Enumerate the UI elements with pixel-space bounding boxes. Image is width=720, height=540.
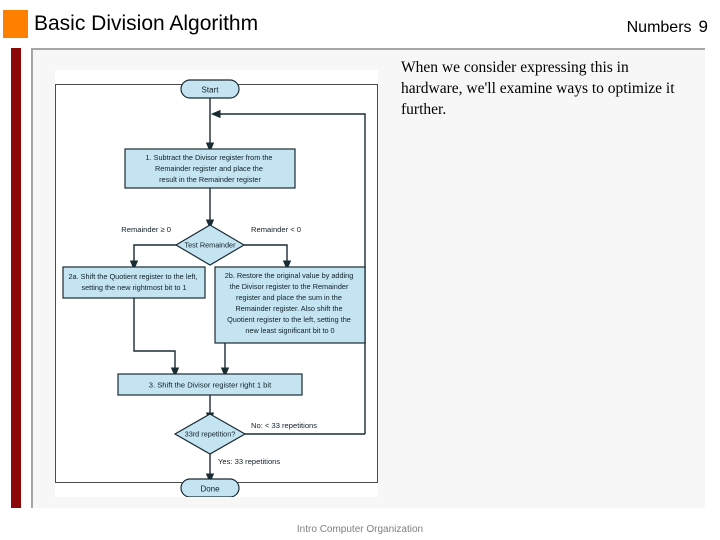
slide-footer: Intro Computer Organization [296, 524, 424, 535]
svg-text:Start: Start [202, 86, 220, 95]
page-number: 9 [698, 17, 708, 36]
body-paragraph: When we consider expressing this in hard… [401, 59, 675, 118]
svg-text:Done: Done [200, 485, 220, 494]
svg-text:No: < 33 repetitions: No: < 33 repetitions [251, 421, 317, 430]
division-algorithm-flowchart: Start 1. Subtract the Divisor register f… [55, 70, 378, 497]
section-label: Numbers [626, 19, 692, 36]
accent-square-icon [3, 10, 28, 38]
page-title: Basic Division Algorithm [34, 12, 259, 35]
slide-header: Basic Division Algorithm Numbers 9 [0, 0, 720, 44]
svg-text:1. Subtract the Divisor regis: 1. Subtract the Divisor register from th… [146, 153, 275, 184]
svg-text:33rd repetition?: 33rd repetition? [185, 430, 236, 439]
svg-text:Remainder ≥ 0: Remainder ≥ 0 [121, 225, 171, 234]
svg-text:Yes: 33 repetitions: Yes: 33 repetitions [218, 457, 280, 466]
svg-text:Remainder < 0: Remainder < 0 [251, 225, 301, 234]
flowchart-image: Start 1. Subtract the Divisor register f… [55, 70, 378, 497]
header-section-info: Numbers 9 [627, 17, 708, 37]
svg-text:3. Shift the Divisor register: 3. Shift the Divisor register right 1 bi… [149, 381, 272, 390]
left-accent-bar [11, 48, 21, 508]
svg-text:2a. Shift the Quotient regist: 2a. Shift the Quotient register to the l… [68, 272, 199, 292]
svg-text:Test Remainder: Test Remainder [184, 241, 236, 250]
svg-text:2b. Restore the original valu: 2b. Restore the original value by adding… [225, 271, 356, 335]
